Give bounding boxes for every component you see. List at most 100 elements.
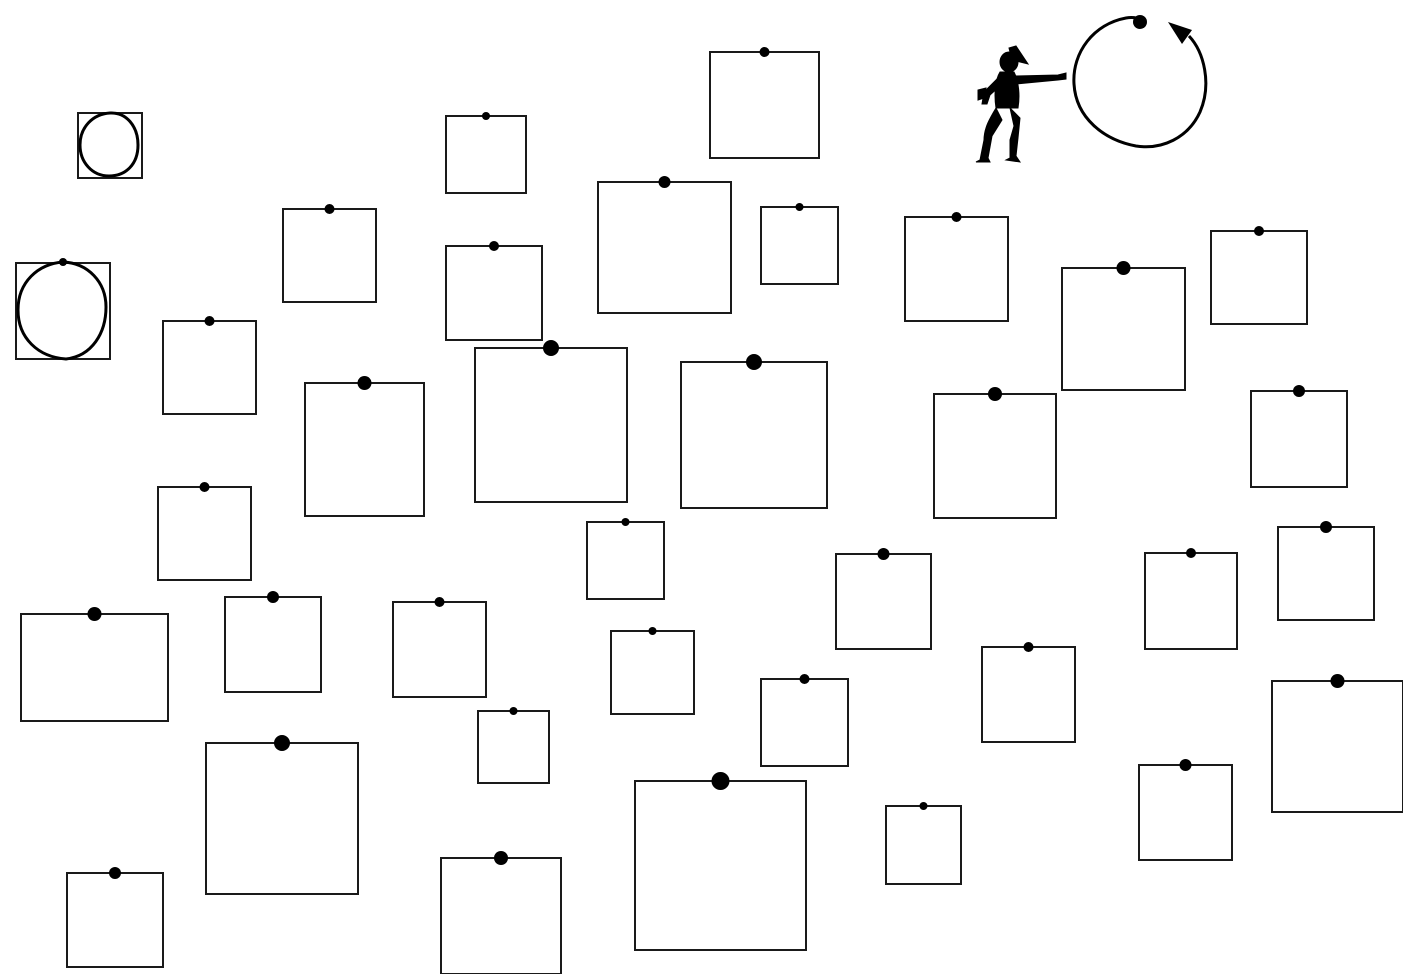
square-top-dot [622, 518, 630, 526]
square-outline[interactable] [1062, 268, 1185, 390]
square-top-dot [267, 591, 279, 603]
square-tile[interactable] [1139, 759, 1232, 860]
square-tile[interactable] [206, 735, 358, 894]
square-outline[interactable] [761, 679, 848, 766]
square-tile[interactable] [478, 707, 549, 783]
square-top-dot [489, 241, 499, 251]
square-tile[interactable] [761, 203, 838, 284]
square-top-dot [1180, 759, 1192, 771]
square-outline[interactable] [21, 614, 168, 721]
square-outline[interactable] [1139, 765, 1232, 860]
square-top-dot [1254, 226, 1264, 236]
square-tile[interactable] [441, 851, 561, 974]
square-top-dot [200, 482, 210, 492]
square-outline[interactable] [67, 873, 163, 967]
square-tile[interactable] [934, 387, 1056, 518]
square-top-dot [649, 627, 657, 635]
square-outline[interactable] [446, 246, 542, 340]
square-outline[interactable] [1278, 527, 1374, 620]
square-tile[interactable] [611, 627, 694, 714]
square-tile[interactable] [283, 204, 376, 302]
square-tile[interactable] [598, 176, 731, 313]
stick-figure-pointing-icon [976, 46, 1066, 162]
square-tile[interactable] [1278, 521, 1374, 620]
square-top-dot [358, 376, 372, 390]
square-outline[interactable] [478, 711, 549, 783]
square-outline[interactable] [163, 321, 256, 414]
square-tile[interactable] [905, 212, 1008, 321]
square-tile[interactable] [225, 591, 321, 692]
square-outline[interactable] [393, 602, 486, 697]
square-tile[interactable] [393, 597, 486, 697]
square-outline[interactable] [158, 487, 251, 580]
square-tile[interactable] [21, 607, 168, 721]
square-outline[interactable] [587, 522, 664, 599]
square-top-dot [1320, 521, 1332, 533]
square-outline[interactable] [710, 52, 819, 158]
square-outline[interactable] [934, 394, 1056, 518]
square-tile[interactable] [67, 867, 163, 967]
square-outline[interactable] [681, 362, 827, 508]
square-top-dot [760, 47, 770, 57]
square-tile[interactable] [982, 642, 1075, 742]
square-outline[interactable] [886, 806, 961, 884]
square-top-dot [746, 354, 762, 370]
square-tile[interactable] [158, 482, 251, 580]
square-outline[interactable] [1211, 231, 1307, 324]
square-outline[interactable] [446, 116, 526, 193]
square-outline[interactable] [441, 858, 561, 974]
rotate-clockwise-arrow-icon [1074, 15, 1206, 147]
square-outline[interactable] [761, 207, 838, 284]
square-top-dot [205, 316, 215, 326]
square-outline[interactable] [836, 554, 931, 649]
square-top-dot [712, 772, 730, 790]
square-outline[interactable] [475, 348, 627, 502]
square-top-dot [1293, 385, 1305, 397]
square-outline[interactable] [1251, 391, 1347, 487]
square-outline[interactable] [598, 182, 731, 313]
square-tile[interactable] [886, 802, 961, 884]
square-top-dot [920, 802, 928, 810]
square-outline[interactable] [283, 209, 376, 302]
square-tile[interactable] [761, 674, 848, 766]
squares-layer [21, 47, 1403, 974]
square-top-dot [800, 674, 810, 684]
square-tile[interactable] [475, 340, 627, 502]
square-tile[interactable] [305, 376, 424, 516]
square-top-dot [796, 203, 804, 211]
square-tile[interactable] [446, 112, 526, 193]
square-tile[interactable] [1145, 548, 1237, 649]
square-outline[interactable] [635, 781, 806, 950]
square-outline[interactable] [305, 383, 424, 516]
square-tile[interactable] [836, 548, 931, 649]
square-top-dot [878, 548, 890, 560]
square-outline[interactable] [905, 217, 1008, 321]
square-tile[interactable] [163, 316, 256, 414]
square-tile[interactable] [1272, 674, 1403, 812]
square-tile[interactable] [710, 47, 819, 158]
square-tile[interactable] [1211, 226, 1307, 324]
square-outline[interactable] [1272, 681, 1403, 812]
square-outline[interactable] [1145, 553, 1237, 649]
square-top-dot [988, 387, 1002, 401]
square-tile[interactable] [1251, 385, 1347, 487]
square-top-dot [1117, 261, 1131, 275]
square-outline[interactable] [982, 647, 1075, 742]
square-outline[interactable] [206, 743, 358, 894]
large-circle-in-square-icon [16, 258, 110, 359]
square-tile[interactable] [681, 354, 827, 508]
square-tile[interactable] [446, 241, 542, 340]
square-top-dot [1186, 548, 1196, 558]
square-tile[interactable] [635, 772, 806, 950]
square-tile[interactable] [1062, 261, 1185, 390]
square-top-dot [952, 212, 962, 222]
small-circle-in-square-icon [78, 113, 142, 178]
square-top-dot [325, 204, 335, 214]
square-top-dot [659, 176, 671, 188]
square-outline[interactable] [225, 597, 321, 692]
square-top-dot [543, 340, 559, 356]
square-top-dot [274, 735, 290, 751]
square-outline[interactable] [611, 631, 694, 714]
square-tile[interactable] [587, 518, 664, 599]
